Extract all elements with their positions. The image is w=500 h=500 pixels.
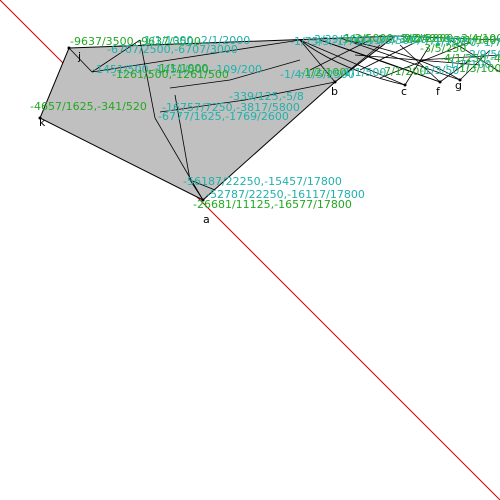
coordinate-label: -4657/1625,-341/520 <box>30 100 147 113</box>
svg-text:-7/1/200: -7/1/200 <box>380 65 426 78</box>
vertex-label-k: k <box>39 116 46 129</box>
svg-text:-9/2/2000,-3/4/1000: -9/2/2000,-3/4/1000 <box>400 32 500 45</box>
svg-text:-1/2/5000,-3/2/4000: -1/2/5000,-3/2/4000 <box>340 32 450 45</box>
coordinate-label: -9637/3500,-9637/3500 <box>70 35 201 48</box>
svg-text:-1/7/100: -1/7/100 <box>445 58 491 71</box>
vertex-label-b: b <box>331 85 338 98</box>
coordinate-label: -56187/22250,-15457/17800 <box>183 175 342 188</box>
coordinate-label: -339/125,-5/8 <box>229 90 304 103</box>
vertex-label-c: c <box>401 85 407 98</box>
vertex-label-j: j <box>77 50 81 63</box>
svg-text:-3/39/5000,-2/3/3000: -3/39/5000,-2/3/3000 <box>310 33 427 46</box>
svg-text:-1/75/3,-1/75/3: -1/75/3,-1/75/3 <box>290 35 372 48</box>
coordinate-label: -26681/11125,-16577/17800 <box>193 198 352 211</box>
svg-text:-4/1/250,-4/1/250: -4/1/250,-4/1/250 <box>440 52 500 65</box>
vertex-markers <box>38 46 462 202</box>
vertex-label-g: g <box>455 79 462 92</box>
svg-text:-1/2/100: -1/2/100 <box>300 66 346 79</box>
coordinate-label: -16757/7250,-3817/5800 <box>162 101 300 114</box>
edge-network <box>68 35 500 201</box>
svg-text:-1/1/1000: -1/1/1000 <box>155 62 208 75</box>
label-cluster-top: -1/75/3,-1/75/3 -3/39/5000,-2/3/3000 -1/… <box>140 32 500 81</box>
coordinate-label: -1451/500,-1451/500,-109/200 <box>92 63 262 76</box>
svg-text:-1/3/50: -1/3/50 <box>420 64 459 77</box>
svg-text:-3/5/250: -3/5/250 <box>420 42 466 55</box>
coordinate-label: -6707/2500,-6707/3000 <box>107 43 238 56</box>
vertex-label-a: a <box>203 213 210 226</box>
svg-text:-1/1/500: -1/1/500 <box>340 66 386 79</box>
svg-text:-1/7/250,-1/7/250: -1/7/250,-1/7/250 <box>430 36 500 49</box>
svg-text:-1/1/1000,-2/1/2000: -1/1/1000,-2/1/2000 <box>140 34 250 47</box>
svg-text:-1/4/1/5/2500: -1/4/1/5/2500 <box>280 68 355 81</box>
svg-text:-2/9/500: -2/9/500 <box>465 48 500 61</box>
svg-text:-1/3/500,-7/1/500: -1/3/500,-7/1/500 <box>370 34 466 47</box>
vertex-label-f: f <box>436 85 441 98</box>
coordinate-label: -6777/1625,-1769/2600 <box>158 110 289 123</box>
svg-text:-3/1/500,-3/1/500: -3/1/500,-3/1/500 <box>450 34 500 47</box>
coordinate-label: -1261/500,-1261/500 <box>112 68 229 81</box>
coordinate-label: -52787/22250,-16117/17800 <box>206 188 365 201</box>
svg-text:-1/3/100,-1/3/100: -1/3/100,-1/3/100 <box>455 62 500 75</box>
